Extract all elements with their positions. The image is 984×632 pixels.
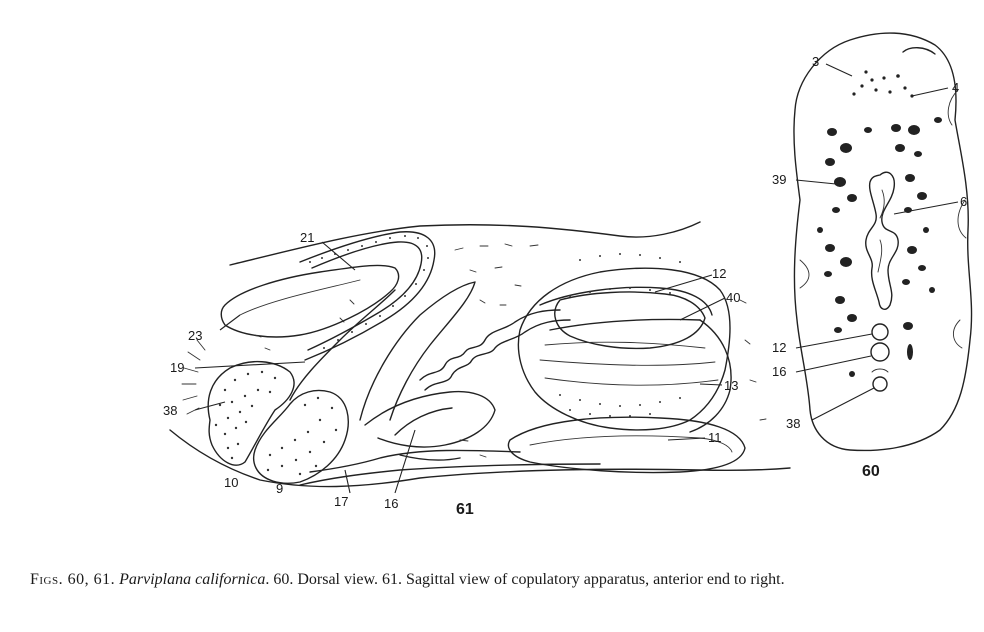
caption-species: Parviplana californica bbox=[119, 571, 266, 588]
fig61-label-38: 38 bbox=[163, 403, 177, 418]
figure-caption: Figs. 60, 61. Parviplana californica. 60… bbox=[30, 570, 960, 589]
fig61-label-17: 17 bbox=[334, 494, 348, 509]
figure-60-drawing bbox=[793, 32, 973, 452]
figure-61-drawing bbox=[169, 221, 791, 494]
fig61-label-19: 19 bbox=[170, 360, 184, 375]
fig61-label-12: 12 bbox=[712, 266, 726, 281]
figure-plate: 21 23 19 38 10 9 17 16 12 40 13 11 61 bbox=[163, 32, 973, 518]
fig61-label-23: 23 bbox=[188, 328, 202, 343]
caption-text: . 60. Dorsal view. 61. Sagittal view of … bbox=[265, 571, 785, 588]
fig61-label-21: 21 bbox=[300, 230, 314, 245]
fig60-label-12: 12 bbox=[772, 340, 786, 355]
fig61-label-10: 10 bbox=[224, 475, 238, 490]
fig61-label-40: 40 bbox=[726, 290, 740, 305]
fig60-label-4: 4 bbox=[952, 80, 959, 95]
fig60-label-6: 6 bbox=[960, 194, 967, 209]
fig60-label-38: 38 bbox=[786, 416, 800, 431]
figure-60-number: 60 bbox=[862, 463, 880, 480]
fig61-label-13: 13 bbox=[724, 378, 738, 393]
fig60-label-3: 3 bbox=[812, 54, 819, 69]
fig61-label-9: 9 bbox=[276, 481, 283, 496]
fig61-label-11: 11 bbox=[708, 430, 722, 445]
fig60-label-16: 16 bbox=[772, 364, 786, 379]
fig61-label-16: 16 bbox=[384, 496, 398, 511]
fig60-label-39: 39 bbox=[772, 172, 786, 187]
figure-61-number: 61 bbox=[456, 501, 474, 518]
caption-figs: Figs. 60, 61. bbox=[30, 571, 116, 588]
